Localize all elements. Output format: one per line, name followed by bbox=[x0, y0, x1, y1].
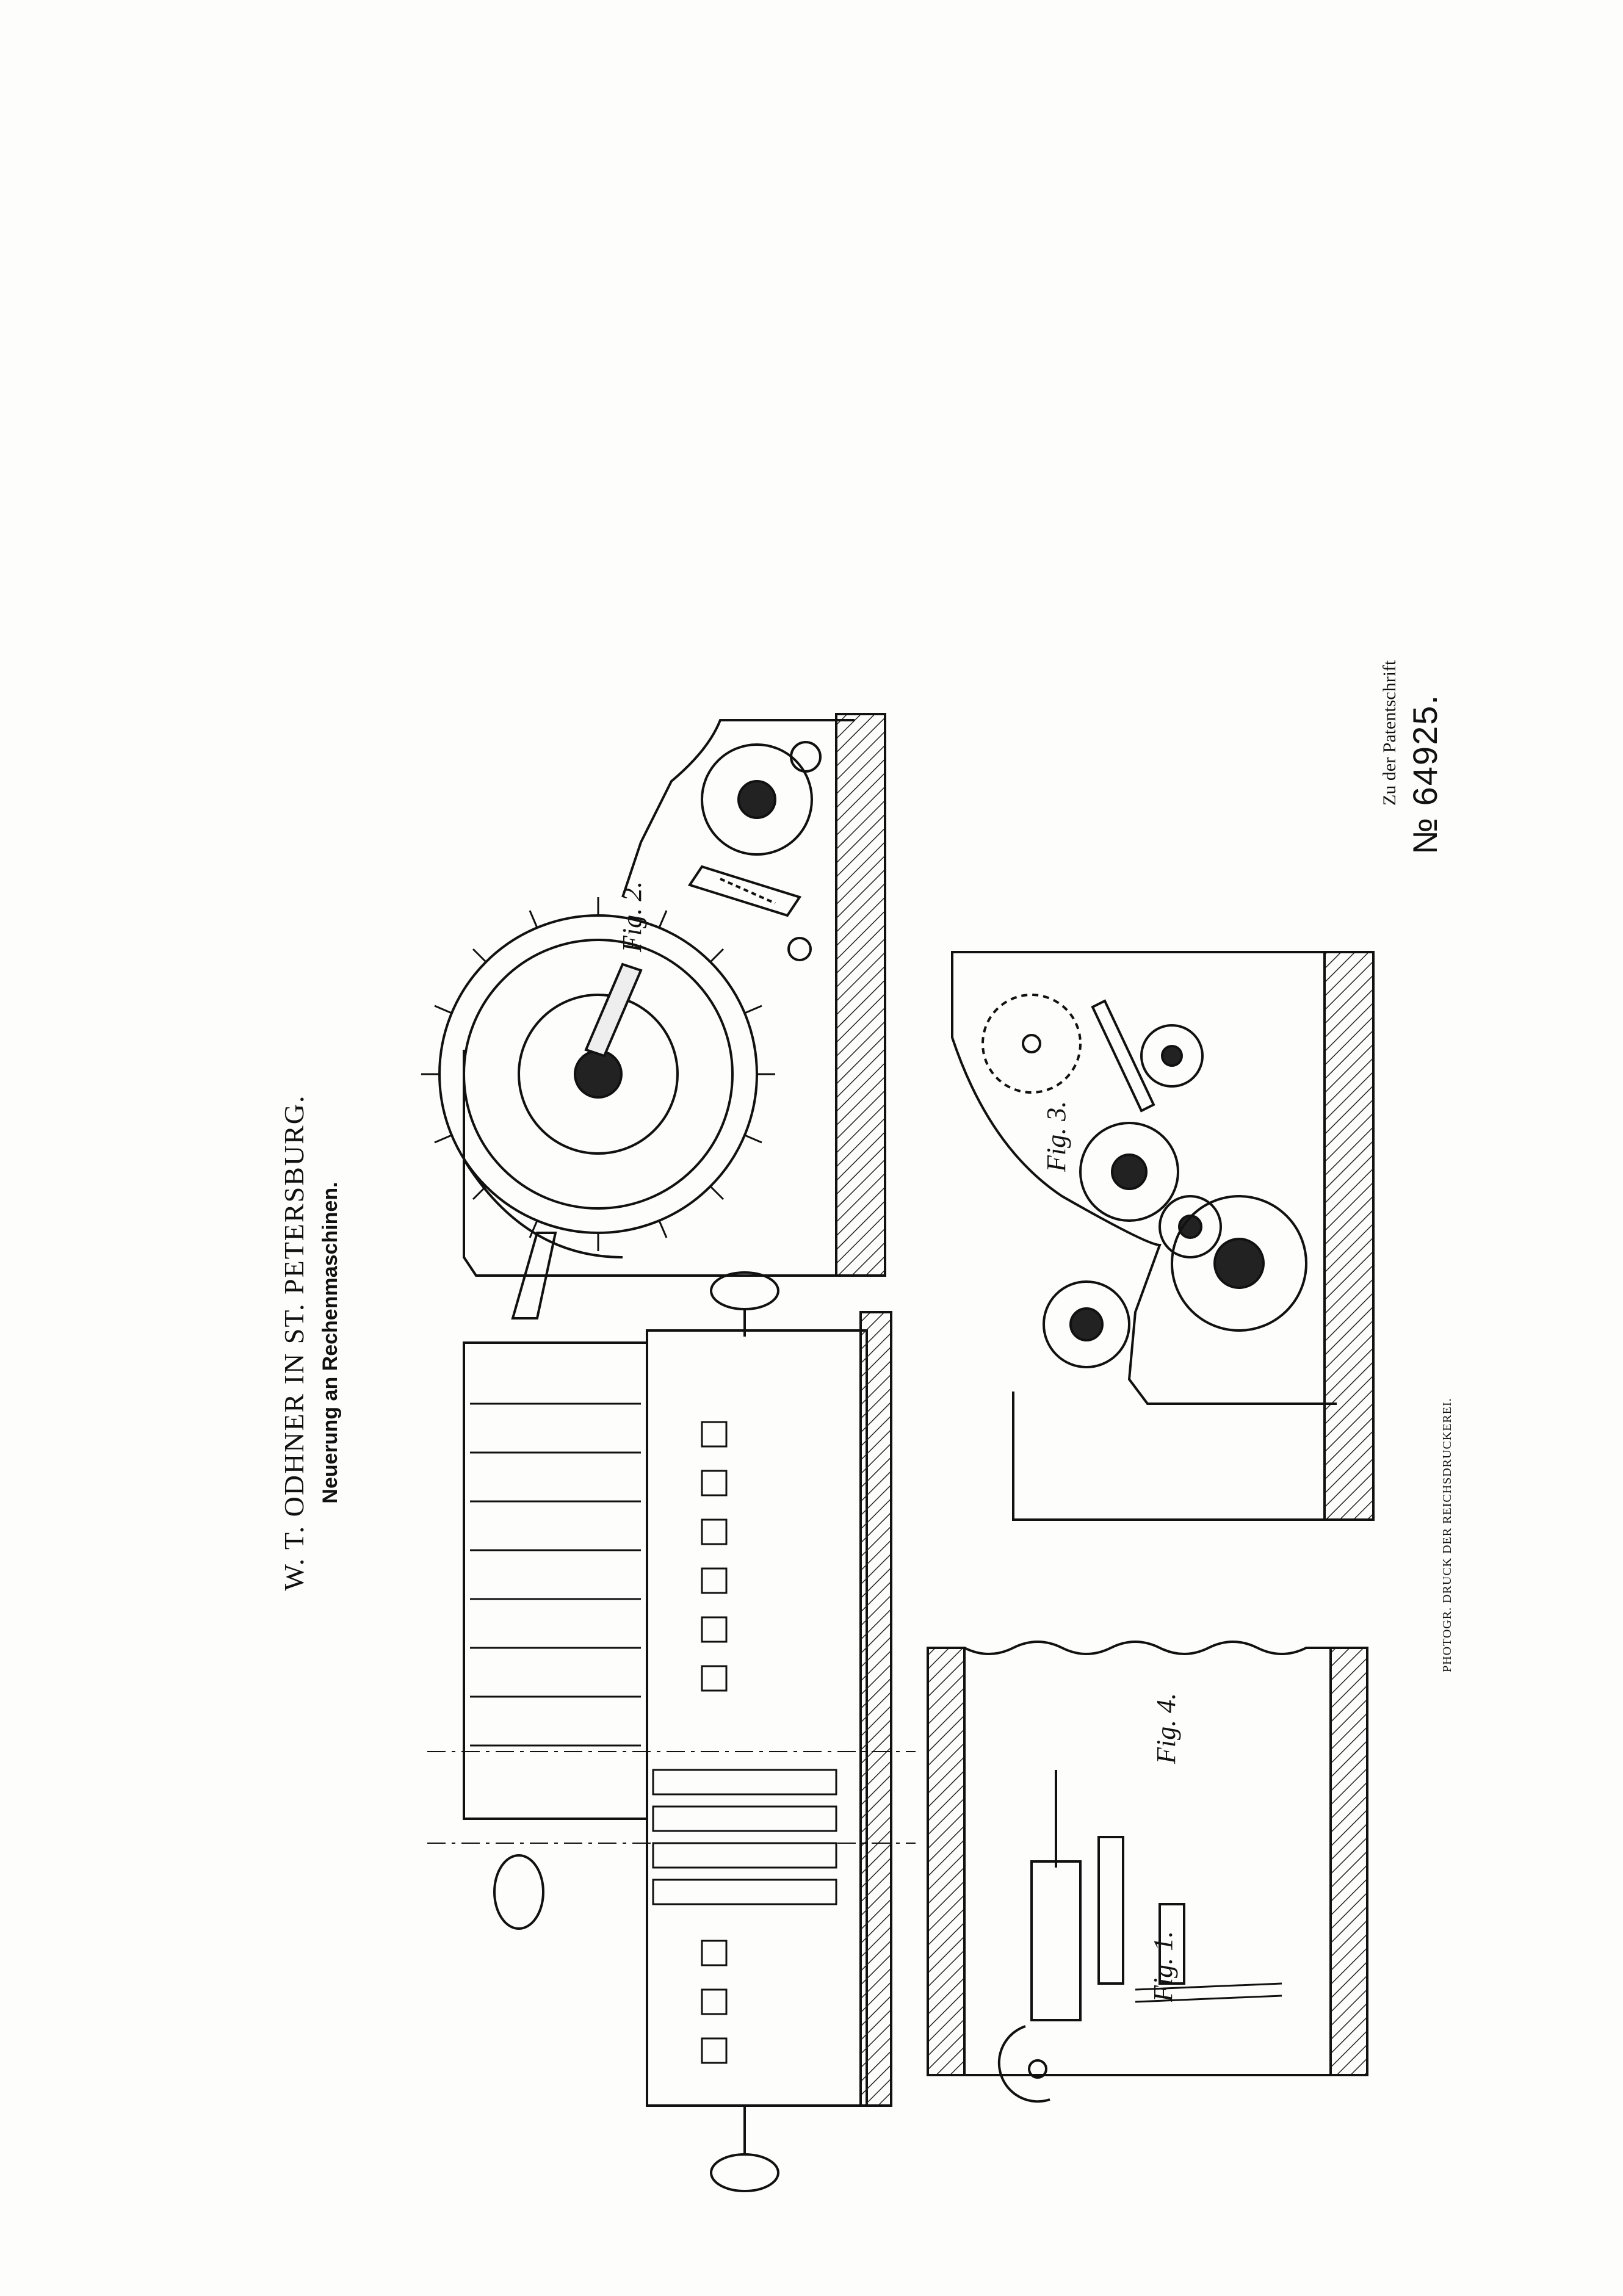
fig1-drawing bbox=[427, 1232, 916, 2192]
fig2-drawing bbox=[421, 713, 886, 1277]
fig4-drawing bbox=[927, 1641, 1368, 2103]
fig3-drawing bbox=[951, 951, 1375, 1521]
